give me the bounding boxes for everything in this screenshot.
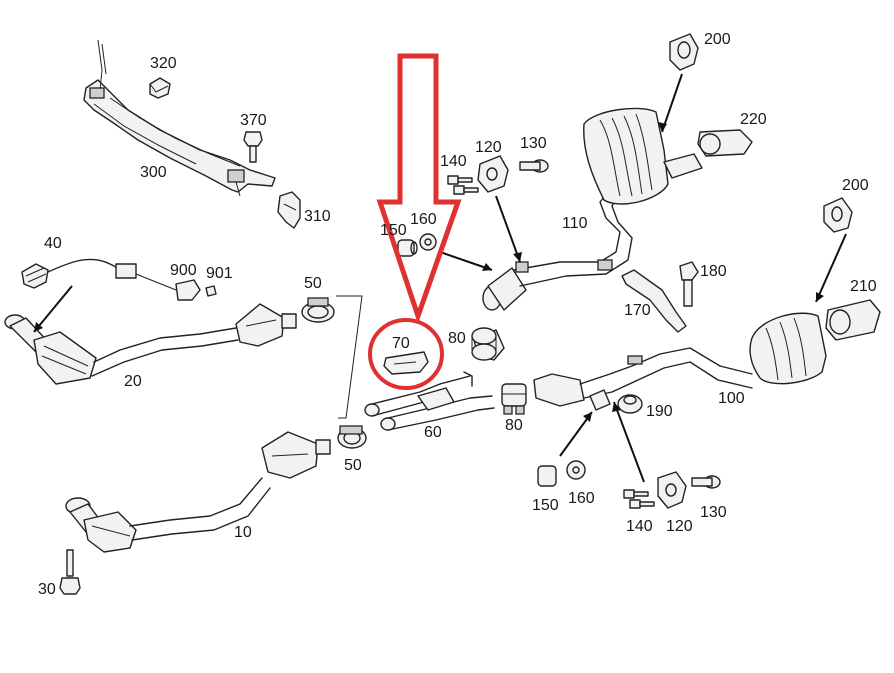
oxygen-sensor-40 [21, 258, 137, 289]
label-40: 40 [44, 235, 62, 252]
connector-900 [175, 279, 201, 301]
label-140-upper: 140 [440, 153, 467, 170]
clamp-50-lower [337, 425, 367, 449]
label-900: 900 [170, 262, 197, 279]
arrowhead-140-120-lower [612, 402, 621, 412]
bolt-140-upper [447, 175, 479, 195]
label-370: 370 [240, 112, 267, 129]
label-220: 220 [740, 111, 767, 128]
leader-200-lower [815, 233, 847, 303]
wire-leader-900 [135, 273, 177, 291]
rear-muffler-lower-210 [749, 312, 827, 385]
label-20: 20 [124, 373, 142, 390]
label-190: 190 [646, 403, 673, 420]
connector-901 [205, 285, 217, 297]
nut-160-upper [419, 233, 437, 251]
clamp-80-lower [501, 383, 527, 415]
front-pipe-20 [4, 303, 297, 385]
clamp-80-upper [471, 327, 497, 361]
arrowhead-200-lower [816, 292, 824, 302]
label-100: 100 [718, 390, 745, 407]
label-140-lower: 140 [626, 518, 653, 535]
leader-150-160-upper [439, 251, 493, 271]
tailpipe-tip-210 [825, 299, 881, 341]
leader-150-160-lower [559, 411, 593, 457]
leader-arrows [33, 73, 847, 483]
label-160-lower: 160 [568, 490, 595, 507]
label-310: 310 [304, 208, 331, 225]
label-80-upper: 80 [448, 330, 466, 347]
label-300: 300 [140, 164, 167, 181]
label-320: 320 [150, 55, 177, 72]
label-60: 60 [424, 424, 442, 441]
rubber-mount-200-upper [669, 33, 699, 71]
mid-pipe-110 [482, 191, 633, 311]
bolt-30 [59, 549, 81, 595]
label-120-lower: 120 [666, 518, 693, 535]
clip-320 [149, 77, 171, 99]
highlight-marker [368, 53, 462, 390]
label-150-upper: 150 [380, 222, 407, 239]
rear-muffler-upper-220 [583, 107, 703, 205]
clamp-50-upper [301, 297, 335, 323]
arrowhead-120-upper [513, 252, 522, 262]
bolt-180 [679, 261, 699, 307]
bracket-170 [621, 269, 687, 333]
leader-120-upper [495, 195, 521, 263]
rubber-bushing-150-upper [397, 239, 418, 257]
label-70: 70 [392, 335, 410, 352]
label-50-upper: 50 [304, 275, 322, 292]
label-210: 210 [850, 278, 877, 295]
label-170: 170 [624, 302, 651, 319]
arrowhead-40 [34, 322, 43, 332]
rear-pipe-100 [533, 347, 753, 411]
heat-shield-bracket-300 [83, 39, 276, 197]
bracket-310 [277, 191, 301, 229]
bracket-line-50 [336, 295, 363, 419]
label-160-upper: 160 [410, 211, 437, 228]
label-10: 10 [234, 524, 252, 541]
bolt-130-lower [691, 475, 721, 489]
leader-140-120-lower [613, 401, 645, 483]
label-30: 30 [38, 581, 56, 598]
rubber-mount-70 [383, 351, 429, 375]
rubber-mount-120-lower [657, 471, 687, 509]
bolt-140-lower [623, 489, 655, 509]
label-180: 180 [700, 263, 727, 280]
label-150-lower: 150 [532, 497, 559, 514]
label-50-lower: 50 [344, 457, 362, 474]
arrowhead-150-160-upper [482, 263, 492, 271]
tailpipe-tip-220 [697, 129, 753, 157]
front-pipe-10 [65, 431, 331, 553]
bolt-130-upper [519, 159, 549, 173]
rubber-bushing-150-lower [537, 465, 557, 487]
label-80-lower: 80 [505, 417, 523, 434]
arrowhead-200-upper [658, 122, 667, 132]
arrowhead-150-160-lower [583, 412, 592, 422]
grommet-190 [617, 394, 643, 414]
label-120-upper: 120 [475, 139, 502, 156]
bolt-370 [243, 131, 263, 163]
label-901: 901 [206, 265, 233, 282]
rubber-mount-200-lower [823, 197, 853, 233]
label-110: 110 [562, 215, 588, 232]
label-200-lower: 200 [842, 177, 869, 194]
leader-200-upper [661, 73, 683, 133]
rubber-mount-120-upper [477, 155, 509, 193]
highlight-arrow [376, 53, 462, 324]
highlight-circle [368, 318, 444, 390]
nut-160-lower [566, 460, 586, 480]
label-200-upper: 200 [704, 31, 731, 48]
label-130-upper: 130 [520, 135, 547, 152]
part-labels: 10 20 30 40 50 50 60 70 80 80 100 110 12… [38, 31, 877, 598]
leader-40 [33, 285, 73, 333]
label-130-lower: 130 [700, 504, 727, 521]
